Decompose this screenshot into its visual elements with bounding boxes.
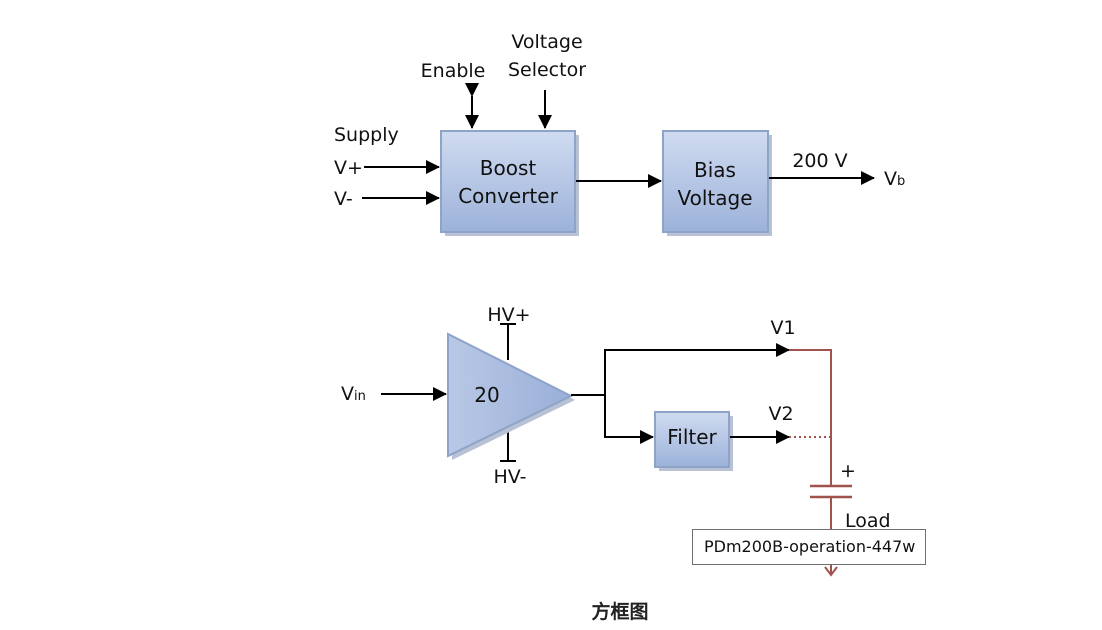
vb-label: Vb xyxy=(884,168,905,190)
enable-label: Enable xyxy=(421,60,486,82)
voltage-selector-label-1: Voltage xyxy=(511,31,582,53)
vin-label: Vin xyxy=(341,383,366,405)
supply-label: Supply xyxy=(334,124,399,146)
bias-label-1: Bias xyxy=(694,158,736,182)
v1-wire xyxy=(604,343,790,395)
amplifier-triangle xyxy=(447,332,574,458)
load-label: Load xyxy=(845,510,891,532)
voltage-selector-label-2: Selector xyxy=(508,59,586,81)
bias-label-2: Voltage xyxy=(677,186,752,210)
filter-in-wire xyxy=(604,395,654,444)
output-voltage-label: 200 V xyxy=(792,150,847,172)
ground-arrow xyxy=(824,566,838,577)
boost-label-1: Boost xyxy=(480,156,537,180)
boost-label-2: Converter xyxy=(458,184,558,208)
v1-label: V1 xyxy=(770,317,795,339)
v-minus-label: V- xyxy=(334,188,353,210)
gain-label: 20 xyxy=(474,383,499,407)
filter-box xyxy=(654,411,730,468)
figure-caption: 方框图 xyxy=(591,601,649,623)
v2-label: V2 xyxy=(768,403,793,425)
plus-label: + xyxy=(840,460,856,482)
bottom-diagram: HV+ HV- 20 Vin Filter V1 V2 + Load xyxy=(341,304,891,577)
image-tooltip: PDm200B-operation-447w xyxy=(692,529,926,565)
boost-converter-box xyxy=(440,130,576,233)
v1-load-wire xyxy=(789,349,832,485)
filter-label: Filter xyxy=(667,425,717,449)
top-diagram: Boost Converter Bias Voltage Enable Volt… xyxy=(334,31,905,236)
v-plus-label: V+ xyxy=(334,157,363,179)
hv-plus-label: HV+ xyxy=(487,304,530,326)
bias-voltage-box xyxy=(662,130,769,233)
hv-minus-label: HV- xyxy=(493,466,526,488)
